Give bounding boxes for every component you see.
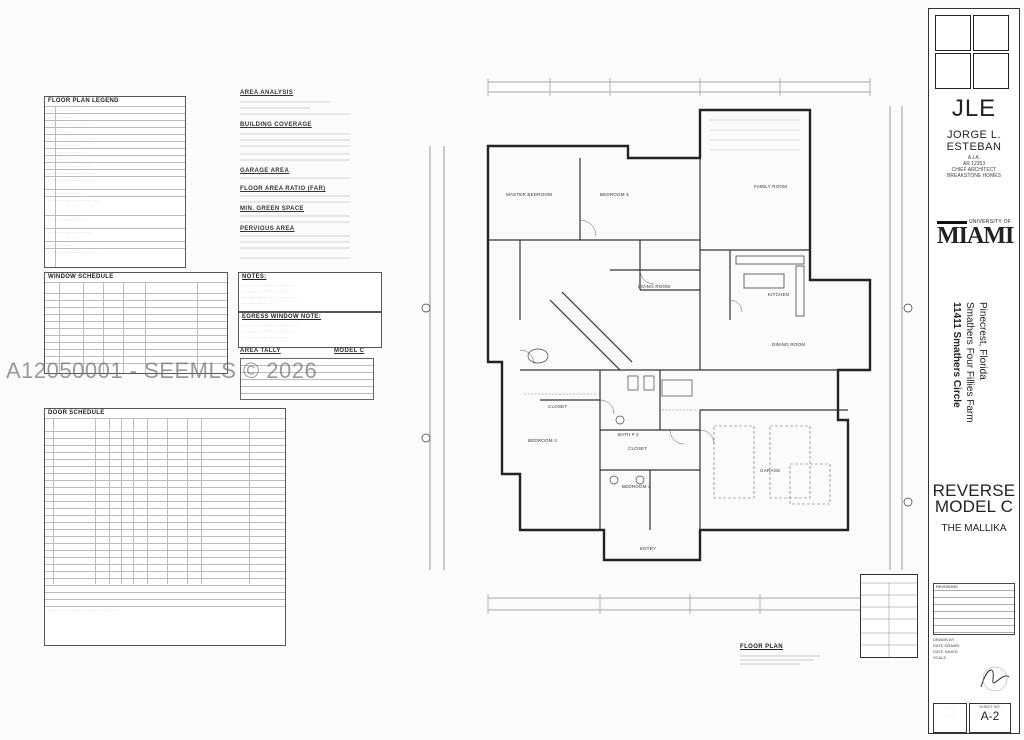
area-analysis-title: AREA ANALYSIS	[240, 90, 294, 96]
room-bedroom-3: BEDROOM 3	[528, 438, 557, 443]
revisions-table: REVISIONS	[933, 583, 1015, 635]
area-tally: AREA TALLY MODEL C	[238, 348, 388, 400]
door-schedule: DOOR SCHEDULE . . . . . . . . . . . . . …	[44, 408, 286, 646]
sheet-number: A-2	[980, 709, 1000, 723]
floor-plan-notes	[740, 655, 820, 665]
room-dining-room: DINING ROOM	[772, 342, 805, 347]
university-of-miami-logo: UNIVERSITY OF MIAMI	[937, 219, 1014, 249]
drawing-info: DRAWN BY DATE DRAWN DATE SAVED SCALE	[933, 637, 960, 660]
pervious-area-title: PERVIOUS AREA	[240, 226, 295, 232]
far-title: FLOOR AREA RATIO (FAR)	[240, 186, 326, 192]
room-kitchen: KITCHEN	[768, 292, 789, 297]
room-master-bedroom: MASTER BEDROOM	[506, 192, 552, 197]
model-name: REVERSE MODEL C	[932, 481, 1016, 516]
area-analysis: AREA ANALYSIS BUILDING COVERAGE GARAGE A…	[240, 90, 360, 270]
architect-signature-icon	[980, 666, 1010, 692]
room-bath-2: BATH # 2	[618, 432, 639, 437]
firm-logo	[935, 15, 1009, 89]
sheet-index: . . .. . .	[933, 703, 967, 733]
floor-plan-legend-title: FLOOR PLAN LEGEND	[48, 98, 119, 104]
building-coverage-title: BUILDING COVERAGE	[240, 122, 312, 128]
sheet-number-box: SHEET NO. A-2	[969, 703, 1011, 733]
egress-note-box: EGRESS WINDOW NOTE: . . . . . . . . . . …	[238, 312, 382, 348]
architect-name: JORGE L. ESTEBAN	[946, 129, 1002, 153]
project-address-line2: Smathers Four Fillies Farm	[964, 302, 975, 423]
architect-credentials: A.I.A. AR 12353 CHIEF ARCHITECT BREAKSTO…	[947, 155, 1001, 179]
area-tally-model: MODEL C	[334, 348, 365, 354]
room-closet-b: CLOSET	[628, 446, 647, 451]
title-block: JLE JORGE L. ESTEBAN A.I.A. AR 12353 CHI…	[928, 8, 1020, 734]
room-living-room: LIVING ROOM	[638, 284, 670, 289]
door-schedule-title: DOOR SCHEDULE	[48, 410, 105, 416]
floor-plan-caption: FLOOR PLAN	[740, 644, 783, 650]
room-garage: GARAGE	[760, 468, 780, 473]
floor-plan-legend: FLOOR PLAN LEGEND . . . . . . . . . . . …	[44, 96, 186, 268]
room-closet-a: CLOSET	[548, 404, 567, 409]
egress-note-title: EGRESS WINDOW NOTE:	[242, 314, 322, 320]
room-entry: ENTRY	[640, 546, 656, 551]
garage-area-title: GARAGE AREA	[240, 168, 290, 174]
model-subtitle: THE MALLIKA	[941, 523, 1007, 534]
window-schedule: WINDOW SCHEDULE	[44, 272, 228, 374]
stamp-lines	[861, 582, 917, 657]
firm-initials: JLE	[951, 95, 997, 122]
floor-plan-drawing: FAMILY ROOM MASTER BEDROOM BEDROOM 4 LIV…	[421, 78, 913, 614]
room-family-room: FAMILY ROOM	[754, 184, 787, 189]
room-bedroom-2: BEDROOM 2	[622, 484, 651, 489]
listing-watermark: A12050001 - SEEMLS © 2026	[6, 358, 318, 383]
notes-box: NOTES: . . . . . . . . . . . . . . . . .…	[238, 272, 382, 312]
project-stamp-box	[860, 574, 918, 658]
green-space-title: MIN. GREEN SPACE	[240, 206, 304, 212]
notes-title: NOTES:	[242, 274, 267, 280]
project-address-line1: 11411 Smathers Circle	[951, 302, 962, 408]
room-bedroom-4: BEDROOM 4	[600, 192, 629, 197]
window-schedule-title: WINDOW SCHEDULE	[48, 274, 114, 280]
area-analysis-lines	[240, 101, 350, 259]
area-tally-title: AREA TALLY	[240, 348, 281, 354]
project-address-line3: Pinecrest, Florida	[977, 302, 988, 380]
